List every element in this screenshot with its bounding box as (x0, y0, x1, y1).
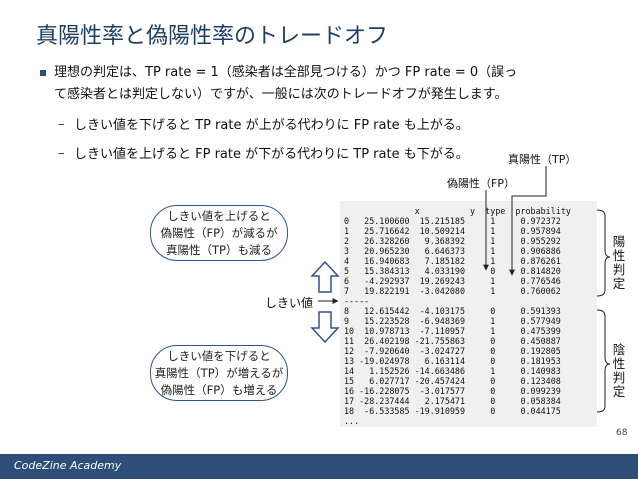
bubble-text: 真陽性（TP）が増えるが (154, 365, 284, 380)
table-row: 4 16.940683 7.185182 1 0.876261 (344, 256, 561, 266)
positive-label-text: 陽性判定 (612, 234, 626, 291)
fp-label: 偽陽性（FP） (447, 177, 515, 190)
table-row: 2 26.328260 9.368392 1 0.955292 (344, 236, 561, 246)
table-row: ----- (344, 296, 370, 306)
table-row: 18 -6.533585 -19.910959 0 0.044175 (344, 406, 561, 416)
down-arrow-icon (310, 311, 340, 344)
probability-table: x y type probability 0 25.100600 15.2151… (340, 201, 597, 427)
positive-label: 陽性判定 (612, 235, 628, 291)
slide-title: 真陽性率と偽陽性率のトレードオフ (36, 24, 389, 49)
table-row: ... (344, 416, 360, 426)
bubble-text: 偽陽性（FP）も増える (160, 382, 278, 397)
sub-bullet-dash-2: – (58, 146, 65, 161)
table-row: 17 -28.237444 2.175471 0 0.058384 (344, 396, 561, 406)
sub-bullet-1: しきい値を下げると TP rate が上がる代わりに FP rate も上がる。 (74, 118, 469, 133)
table-row: 3 20.965230 6.646373 1 0.906886 (344, 246, 561, 256)
table-header: x y type probability (344, 206, 571, 216)
bullet-marker (40, 70, 46, 76)
table-row: 15 6.027717 -20.457424 0 0.123408 (344, 376, 561, 386)
table-row: 6 -4.292937 19.269243 1 0.776546 (344, 276, 561, 286)
bubble-text: 偽陽性（FP）が減るが (160, 225, 278, 240)
bullet-line-1: 理想の判定は、TP rate = 1（感染者は全部見つける）かつ FP rate… (54, 65, 518, 80)
bubble-text: 真陽性（TP）も減る (166, 242, 272, 257)
bubble-text: しきい値を上げると (167, 208, 271, 223)
footer-brand: CodeZine Academy (14, 459, 122, 472)
bullet-line-2: て感染者とは判定しない）ですが、一般には次のトレードオフが発生します。 (54, 87, 508, 102)
table-row: 9 15.223528 -6.948369 1 0.577949 (344, 316, 561, 326)
tp-arrow (509, 166, 547, 276)
bubble-text: しきい値を下げると (167, 348, 271, 363)
footer-bar: CodeZine Academy (0, 454, 638, 479)
table-row: 16 -16.228075 -3.017577 0 0.099239 (344, 386, 561, 396)
lower-threshold-bubble: しきい値を下げると 真陽性（TP）が増えるが 偽陽性（FP）も増える (150, 345, 288, 401)
table-row: 7 19.822191 -3.042080 1 0.760062 (344, 286, 561, 296)
positive-brace (596, 209, 611, 297)
table-row: 12 -7.920640 -3.024727 0 0.192805 (344, 346, 561, 356)
negative-label: 陰性判定 (612, 343, 628, 399)
table-row: 11 26.402198 -21.755863 0 0.450887 (344, 336, 561, 346)
table-row: 0 25.100600 15.215185 1 0.972372 (344, 216, 561, 226)
up-arrow-icon (310, 260, 340, 293)
table-row: 10 10.978713 -7.110957 1 0.475399 (344, 326, 561, 336)
tp-label: 真陽性（TP） (508, 153, 577, 166)
negative-label-text: 陰性判定 (612, 342, 626, 399)
table-row: 1 25.716642 10.509214 1 0.957894 (344, 226, 561, 236)
table-row: 8 12.615442 -4.103175 0 0.591393 (344, 306, 561, 316)
table-row: 13 -19.024978 6.163114 0 0.181953 (344, 356, 561, 366)
sub-bullet-2: しきい値を上げると FP rate が下がる代わりに TP rate も下がる。 (74, 147, 469, 162)
threshold-label: しきい値 (265, 296, 314, 310)
sub-bullet-dash-1: – (58, 117, 65, 132)
table-row: 14 1.152526 -14.663486 1 0.140983 (344, 366, 561, 376)
page-number: 68 (616, 428, 628, 438)
raise-threshold-bubble: しきい値を上げると 偽陽性（FP）が減るが 真陽性（TP）も減る (150, 205, 288, 261)
table-row: 5 15.384313 4.033190 0 0.814820 (344, 266, 561, 276)
negative-brace (596, 309, 611, 413)
